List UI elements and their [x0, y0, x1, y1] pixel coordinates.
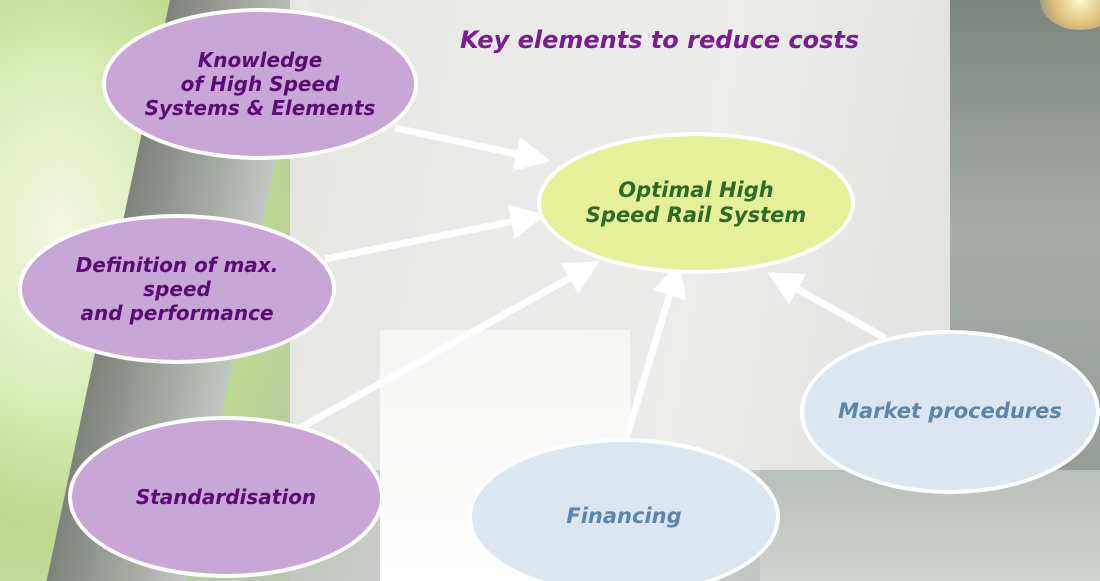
node-definition-max-speed: Definition of max. speed and performance: [18, 214, 336, 364]
node-financing: Financing: [468, 438, 780, 581]
node-standardisation: Standardisation: [68, 416, 384, 578]
node-optimal-high-speed-rail-system: Optimal High Speed Rail System: [537, 132, 855, 274]
node-knowledge: Knowledge of High Speed Systems & Elemen…: [102, 8, 418, 160]
arrow-financing-to-center: [621, 261, 687, 444]
diagram-title: Key elements to reduce costs: [460, 26, 860, 54]
node-market-procedures: Market procedures: [800, 330, 1100, 494]
arrow-standardisation-to-center: [298, 260, 600, 432]
arrow-definition-to-center: [324, 204, 546, 263]
arrow-knowledge-to-center: [394, 124, 551, 171]
arrow-market-to-center: [767, 271, 887, 342]
